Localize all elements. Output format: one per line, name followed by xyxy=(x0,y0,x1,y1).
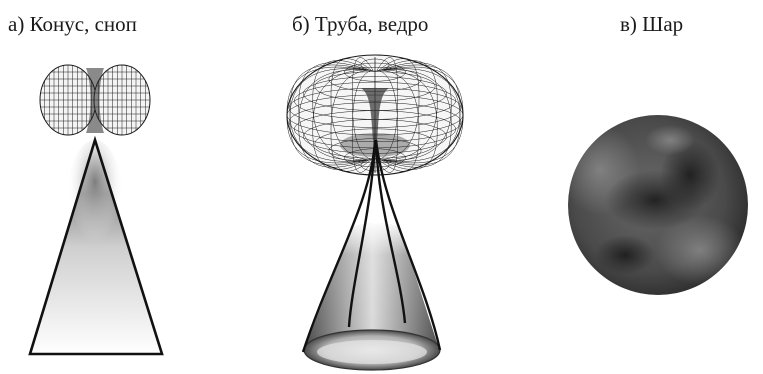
panel-a-cone xyxy=(30,140,162,354)
panel-c-sphere xyxy=(560,115,748,295)
panel-a-figure xyxy=(30,65,162,354)
panel-a-wireframe-lobes xyxy=(40,65,150,135)
panel-b-figure xyxy=(287,55,463,370)
